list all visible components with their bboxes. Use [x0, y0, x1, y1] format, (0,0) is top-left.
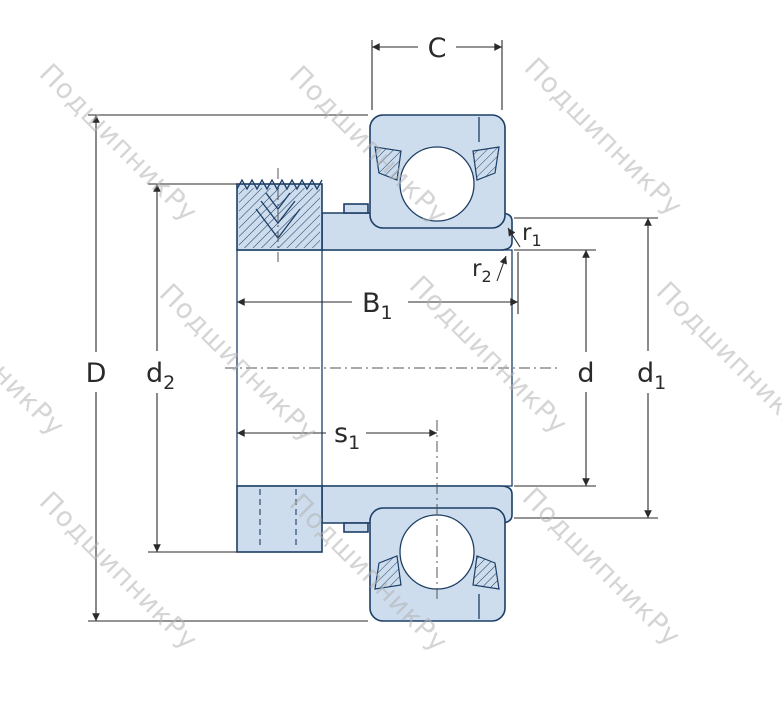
thread-chevron-3: [265, 192, 291, 211]
dimension-d: d: [514, 249, 602, 487]
ball-top: [399, 146, 475, 222]
seal-bottom-left: [374, 555, 402, 590]
label-background: [570, 354, 602, 390]
seal-top-right: [472, 146, 500, 181]
label-background: [78, 354, 114, 390]
dim-label-B1: B1: [362, 288, 393, 324]
leader-line: [496, 255, 508, 282]
label-background: [354, 285, 406, 321]
dim-label-r2: r2: [472, 256, 492, 286]
inner-ring-step-top: [343, 203, 369, 214]
dimension-d1: d1: [514, 217, 673, 519]
label-background: [140, 353, 182, 390]
dimension-D: D: [78, 114, 368, 622]
inner-ring-step-bottom: [343, 522, 369, 533]
dimension-d2: d2: [140, 183, 237, 553]
dim-label-d: d: [577, 358, 594, 389]
locking-collar-bottom: [236, 485, 323, 553]
dim-label-D: D: [86, 358, 107, 389]
collar-knurl-zigzag: [236, 178, 323, 191]
leader-line: [507, 227, 521, 248]
dimension-r2: r2: [472, 255, 508, 286]
label-background: [328, 416, 366, 449]
dim-label-r1: r1: [522, 220, 542, 250]
dimension-C: C: [371, 32, 503, 110]
dimension-s1: s1: [237, 416, 437, 454]
seal-top-left: [374, 146, 402, 181]
seal-bottom-right: [472, 555, 500, 590]
dimension-B1: B1: [237, 252, 519, 324]
dim-label-C: C: [428, 33, 447, 64]
thread-chevron-2: [260, 200, 296, 225]
label-background: [629, 353, 673, 390]
label-background: [421, 32, 453, 64]
dimension-r1: r1: [507, 220, 542, 250]
dim-label-d2: d2: [146, 358, 175, 394]
centerlines: [225, 168, 560, 600]
dim-label-s1: s1: [334, 418, 360, 454]
dim-label-d1: d1: [637, 358, 666, 394]
collar-thread-hatch: [239, 188, 320, 248]
